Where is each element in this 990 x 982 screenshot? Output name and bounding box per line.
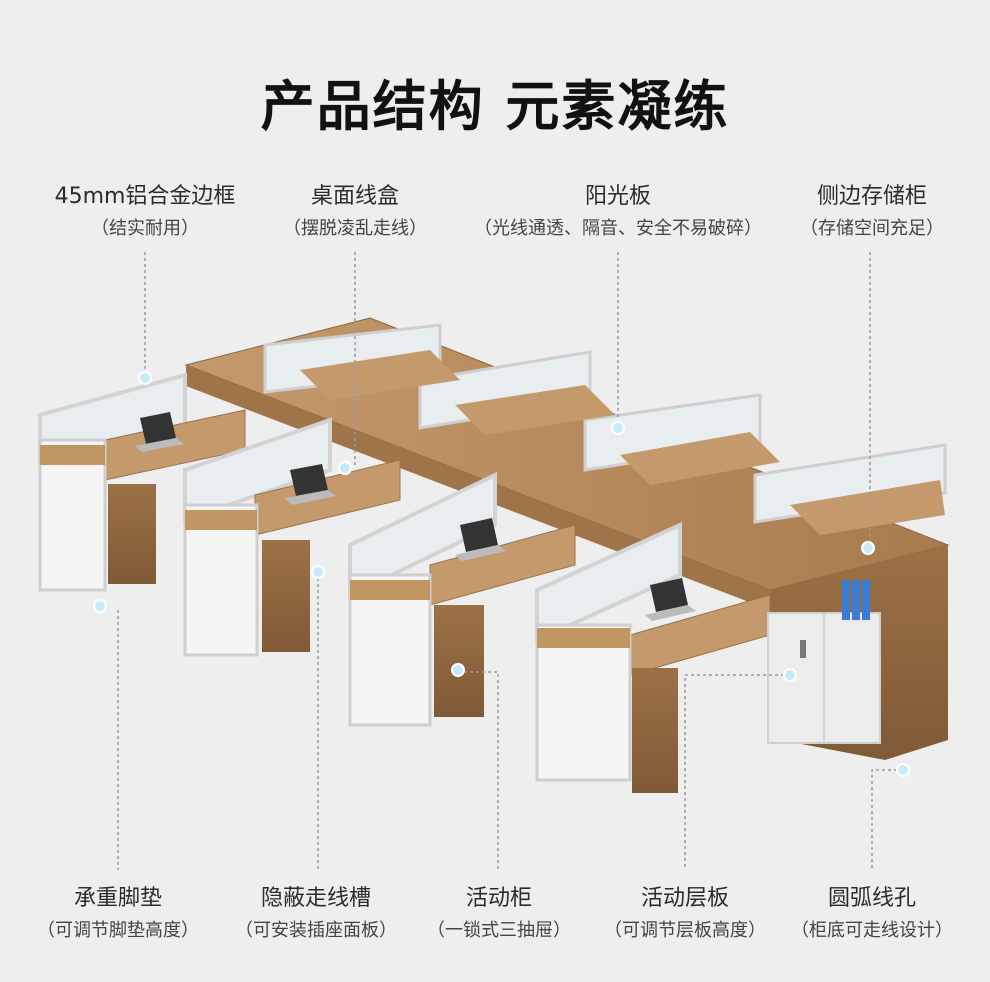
page-title: 产品结构 元素凝练 — [260, 75, 730, 138]
marker-dot — [896, 763, 910, 777]
front-desk-4 — [535, 521, 771, 793]
feature-adjustable-shelf: 活动层板 （可调节层板高度） — [604, 884, 766, 944]
front-desk-2 — [183, 417, 401, 657]
feature-aluminum-frame: 45mm铝合金边框 （结实耐用） — [55, 182, 236, 242]
marker-dot — [93, 599, 107, 613]
feature-sub-label: （摆脱凌乱走线） — [283, 218, 427, 239]
feature-sun-panel: 阳光板 （光线通透、隔音、安全不易破碎） — [474, 182, 762, 242]
feature-sub-label: （存储空间充足） — [800, 218, 944, 239]
feature-sub-label: （柜底可走线设计） — [791, 920, 953, 941]
feature-main-label: 圆弧线孔 — [827, 886, 916, 911]
feature-main-label: 侧边存储柜 — [816, 184, 927, 209]
feature-load-bearing-feet: 承重脚垫 （可调节脚垫高度） — [37, 884, 199, 944]
feature-main-label: 承重脚垫 — [73, 886, 162, 911]
feature-sub-label: （一锁式三抽屉） — [427, 920, 571, 941]
feature-main-label: 45mm铝合金边框 — [54, 184, 236, 209]
marker-dot — [861, 541, 875, 555]
back-row-desks — [263, 323, 947, 535]
marker-dot — [783, 668, 797, 682]
feature-mobile-pedestal: 活动柜 （一锁式三抽屉） — [427, 884, 571, 944]
feature-main-label: 活动层板 — [640, 886, 729, 911]
feature-sub-label: （可调节脚垫高度） — [37, 920, 199, 941]
feature-sub-label: （光线通透、隔音、安全不易破碎） — [474, 218, 762, 239]
marker-dot — [611, 421, 625, 435]
marker-dots — [93, 371, 910, 777]
front-desk-3 — [348, 471, 576, 727]
feature-main-label: 阳光板 — [584, 184, 651, 209]
feature-main-label: 隐蔽走线槽 — [260, 886, 371, 911]
feature-main-label: 桌面线盒 — [310, 184, 399, 209]
feature-hidden-cable-channel: 隐蔽走线槽 （可安装插座面板） — [235, 884, 397, 944]
marker-dot — [338, 461, 352, 475]
marker-dot — [138, 371, 152, 385]
leader-lines — [117, 252, 903, 870]
feature-arc-wire-hole: 圆弧线孔 （柜底可走线设计） — [791, 884, 953, 944]
feature-desk-wire-box: 桌面线盒 （摆脱凌乱走线） — [283, 182, 427, 242]
marker-dot — [311, 565, 325, 579]
feature-main-label: 活动柜 — [465, 886, 532, 911]
feature-sub-label: （可安装插座面板） — [235, 920, 397, 941]
feature-sub-label: （可调节层板高度） — [604, 920, 766, 941]
marker-dot — [451, 663, 465, 677]
front-desk-1 — [38, 372, 246, 592]
feature-sub-label: （结实耐用） — [90, 218, 199, 239]
feature-side-cabinet: 侧边存储柜 （存储空间充足） — [800, 182, 944, 242]
